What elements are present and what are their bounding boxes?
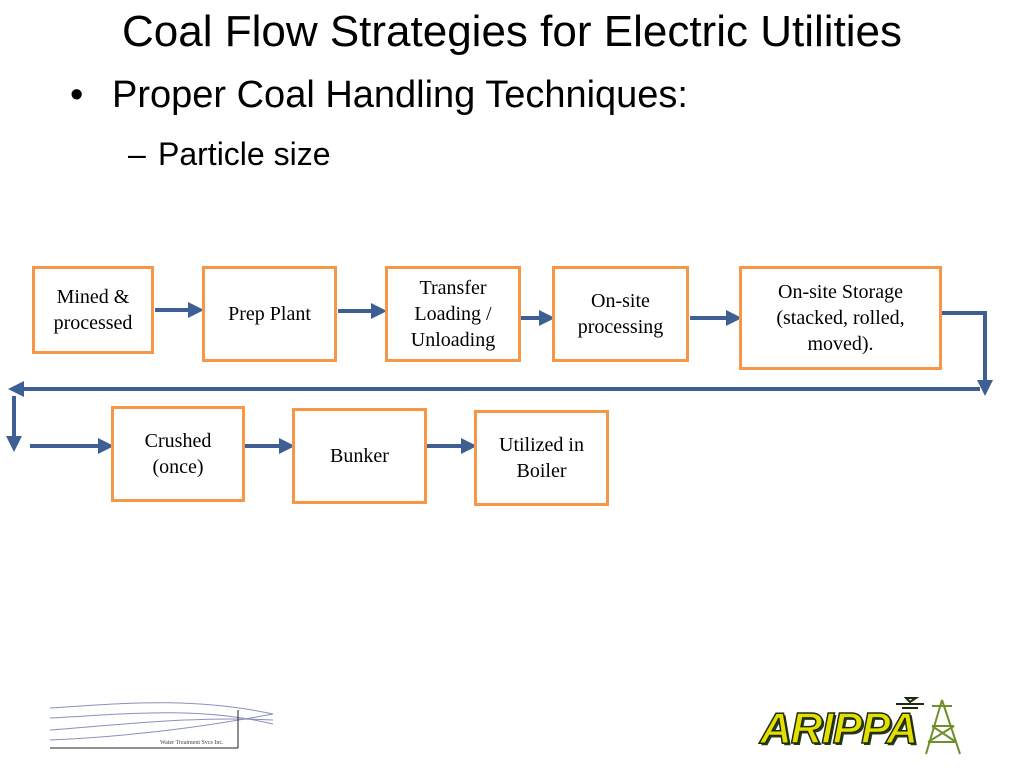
flow-box-transfer-loading: Transfer Loading / Unloading [385,266,521,362]
logo-left-caption: Water Treatment Svcs Inc. [160,740,224,746]
flow-box-crushed: Crushed (once) [111,406,245,502]
flow-box-onsite-storage: On-site Storage (stacked, rolled, moved)… [739,266,942,370]
sub-bullet-text: Particle size [158,136,331,172]
arippa-tower-icon [896,697,961,755]
flow-box-onsite-processing: On-site processing [552,266,689,362]
flow-box-bunker: Bunker [292,408,427,504]
flow-box-prep-plant: Prep Plant [202,266,337,362]
sub-bullet-item: –Particle size [128,132,331,176]
arrow-storage-out [941,311,993,396]
water-treatment-logo [49,702,274,749]
flow-box-mined-processed: Mined & processed [32,266,154,354]
slide-title: Coal Flow Strategies for Electric Utilit… [121,7,902,56]
bullet-text: Proper Coal Handling Techniques: [112,74,688,116]
bullet-dot: • [70,74,84,116]
flow-box-utilized-boiler: Utilized in Boiler [474,410,609,506]
arippa-logo-text: ARIPPA [759,703,918,754]
sub-bullet-dash: – [128,136,146,172]
bullet-item: • Proper Coal Handling Techniques: [70,70,688,120]
